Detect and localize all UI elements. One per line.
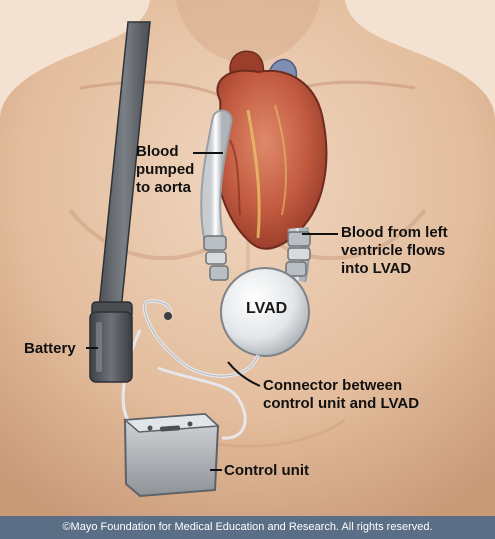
battery (90, 302, 132, 382)
label-line: pumped (136, 161, 194, 179)
exit-site (164, 312, 172, 320)
label-line: Blood (136, 143, 194, 161)
label-lvad: LVAD (246, 300, 287, 318)
label-battery: Battery (24, 340, 76, 358)
control-unit (125, 414, 218, 496)
right-coupling (286, 232, 310, 276)
copyright-banner: ©Mayo Foundation for Medical Education a… (0, 516, 495, 539)
label-connector: Connector between control unit and LVAD (263, 377, 419, 413)
label-line: Connector between (263, 377, 419, 395)
label-line: to aorta (136, 179, 194, 197)
label-line: control unit and LVAD (263, 395, 419, 413)
label-line: Blood from left (341, 224, 448, 242)
label-blood-to-aorta: Blood pumped to aorta (136, 143, 194, 197)
label-line: into LVAD (341, 260, 448, 278)
label-line: ventricle flows (341, 242, 448, 260)
label-control-unit: Control unit (224, 462, 309, 480)
label-blood-from-ventricle: Blood from left ventricle flows into LVA… (341, 224, 448, 278)
